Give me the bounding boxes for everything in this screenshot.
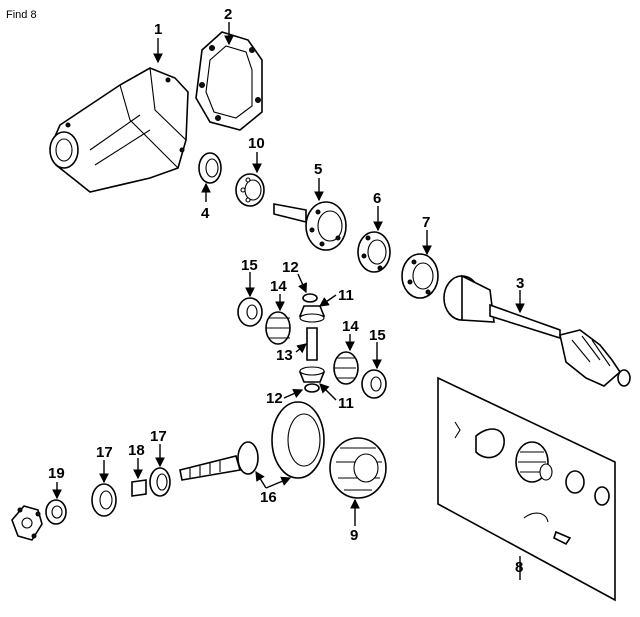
- callout-label: 11: [338, 287, 354, 304]
- callout-label: 9: [350, 527, 358, 544]
- callout-label: 1: [154, 21, 162, 38]
- joint-flange-part[interactable]: [401, 253, 439, 299]
- oil-seal-part[interactable]: [198, 152, 222, 184]
- drive-flange-part[interactable]: [273, 201, 347, 251]
- pinion-washer-part[interactable]: [302, 293, 318, 303]
- callout-label: 18: [128, 442, 145, 459]
- side-gear-part[interactable]: [333, 351, 359, 385]
- callout-labels: 1 2 3 4 5 6 7 8 9 10 11 11 12 12 13 14 1…: [48, 6, 524, 576]
- cross-shaft-part[interactable]: [306, 327, 318, 361]
- boot-kit-part[interactable]: [437, 376, 616, 602]
- ring-and-pinion-part[interactable]: [179, 401, 325, 481]
- callout-label: 17: [150, 428, 167, 445]
- callout-label: 2: [224, 6, 232, 23]
- bearing-part[interactable]: [149, 467, 171, 497]
- pinion-gear-part[interactable]: [298, 305, 326, 323]
- axle-shaft-part[interactable]: [443, 274, 631, 387]
- callout-label: 13: [276, 347, 293, 364]
- callout-label: 6: [373, 190, 381, 207]
- callout-label: 14: [270, 278, 287, 295]
- cover-plate-part[interactable]: [195, 31, 263, 131]
- callout-label: 8: [515, 559, 523, 576]
- callout-label: 19: [48, 465, 65, 482]
- bearing-part[interactable]: [91, 483, 117, 517]
- find-label: Find 8: [6, 9, 37, 21]
- bearing-part[interactable]: [235, 173, 265, 207]
- flange-plate-part[interactable]: [357, 231, 391, 273]
- callout-label: 7: [422, 214, 430, 231]
- pinion-washer-part[interactable]: [304, 383, 320, 393]
- callout-label: 5: [314, 161, 322, 178]
- thrust-washer-part[interactable]: [237, 297, 263, 327]
- callout-label: 15: [241, 257, 258, 274]
- callout-label: 14: [342, 318, 359, 335]
- callout-label: 12: [282, 259, 299, 276]
- pinion-gear-part[interactable]: [298, 366, 326, 383]
- companion-flange-part[interactable]: [11, 505, 43, 541]
- spacer-part[interactable]: [131, 479, 147, 497]
- callout-label: 17: [96, 444, 113, 461]
- callout-label: 16: [260, 489, 277, 506]
- callout-label: 11: [338, 395, 354, 412]
- callout-label: 10: [248, 135, 265, 152]
- differential-housing-part[interactable]: [49, 67, 189, 193]
- callout-label: 15: [369, 327, 386, 344]
- thrust-washer-part[interactable]: [361, 369, 387, 399]
- callout-label: 12: [266, 390, 283, 407]
- side-gear-part[interactable]: [265, 311, 291, 345]
- pinion-seal-part[interactable]: [45, 499, 67, 525]
- leader-lines: [52, 22, 525, 580]
- callout-label: 3: [516, 275, 524, 292]
- differential-case-part[interactable]: [329, 437, 387, 499]
- callout-label: 4: [201, 205, 210, 222]
